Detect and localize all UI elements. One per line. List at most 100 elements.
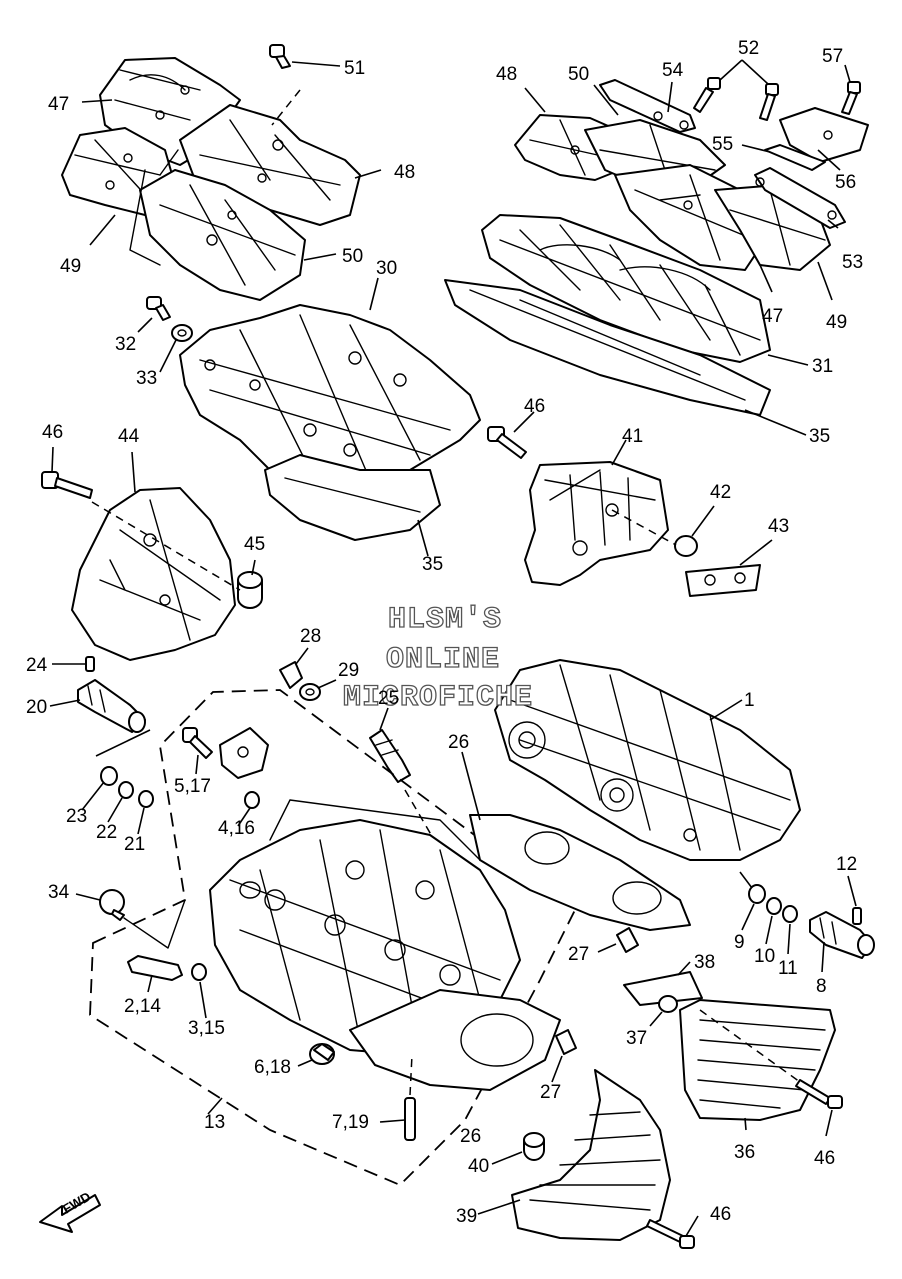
cylinder-39 — [511, 1069, 671, 1241]
watermark-line-2: ONLINE — [386, 643, 500, 677]
spark-plug-25 — [369, 729, 411, 783]
plate-43 — [685, 564, 761, 597]
plate-56 — [779, 107, 869, 163]
watermark-line-3: MICROFICHE — [343, 681, 533, 715]
head-internal-frame — [269, 799, 481, 861]
callout-29: 29 — [338, 660, 359, 681]
callout-52: 52 — [738, 38, 759, 59]
callout-40: 40 — [468, 1156, 489, 1177]
callout-13: 13 — [204, 1112, 225, 1133]
callout-34: 34 — [48, 882, 70, 903]
callout-32: 32 — [115, 334, 136, 355]
callout-30: 30 — [376, 258, 397, 279]
head-cover-30 — [179, 304, 481, 491]
o-ring-22 — [118, 781, 134, 799]
callout-37: 37 — [626, 1028, 647, 1049]
callout-2-14: 2,14 — [124, 996, 161, 1017]
o-ring-23 — [100, 766, 118, 786]
callout-22: 22 — [96, 822, 117, 843]
callout-47-right: 47 — [762, 306, 783, 327]
bolt-32 — [146, 296, 171, 321]
bracket-53 — [754, 167, 846, 229]
washer-33 — [171, 324, 193, 342]
callout-54: 54 — [662, 60, 684, 81]
callout-27-upper: 27 — [568, 944, 589, 965]
callout-45: 45 — [244, 534, 265, 555]
callout-49-right: 49 — [826, 312, 847, 333]
callout-49-left: 49 — [60, 256, 81, 277]
cap-34 — [99, 889, 125, 921]
callout-44: 44 — [118, 426, 140, 447]
callout-28: 28 — [300, 626, 321, 647]
o-ring-9 — [748, 884, 766, 904]
callout-26-rear: 26 — [448, 732, 469, 753]
callout-36: 36 — [734, 1142, 755, 1163]
callout-39: 39 — [456, 1206, 477, 1227]
stud-7-19 — [404, 1097, 416, 1141]
gasket-35-front — [264, 454, 441, 541]
dowel-27-upper — [616, 927, 639, 953]
gasket-26-rear — [469, 814, 691, 931]
callout-46-bottom: 46 — [710, 1204, 731, 1225]
callout-48-left: 48 — [394, 162, 415, 183]
callout-25: 25 — [378, 688, 399, 709]
callout-9: 9 — [734, 932, 745, 953]
cap-28 — [279, 661, 303, 689]
head-cover-50-left — [139, 169, 306, 301]
callout-27-lower: 27 — [540, 1082, 561, 1103]
bolt-51 — [269, 44, 291, 69]
rear-cylinder-head-1 — [494, 659, 801, 861]
cylinder-head-41 — [524, 461, 669, 586]
bracket-54 — [599, 79, 696, 133]
callout-46-cylinder: 46 — [814, 1148, 835, 1169]
pin-12 — [852, 907, 862, 925]
callout-46-head: 46 — [524, 396, 545, 417]
head-cover-31 — [481, 214, 771, 363]
bolt-46-cylinder — [795, 1079, 843, 1109]
callout-4-16: 4,16 — [218, 818, 255, 839]
callout-3-15: 3,15 — [188, 1018, 225, 1039]
callout-21: 21 — [124, 834, 145, 855]
callout-48-right: 48 — [496, 64, 517, 85]
collar-42 — [674, 535, 698, 557]
o-ring-10 — [766, 897, 782, 915]
callout-33: 33 — [136, 368, 157, 389]
callout-35-front: 35 — [422, 554, 443, 575]
pin-24 — [85, 656, 95, 672]
callout-53: 53 — [842, 252, 863, 273]
callout-11: 11 — [778, 958, 798, 979]
callout-10: 10 — [754, 946, 775, 967]
sensor-5-17 — [219, 727, 269, 779]
cover-gasket-strip — [129, 149, 179, 266]
lifter-2-14 — [127, 955, 183, 981]
collar-45 — [237, 571, 263, 609]
head-assembly-13-outline — [89, 689, 577, 1187]
callout-1: 1 — [744, 690, 755, 711]
collar-37 — [658, 995, 678, 1013]
gasket-35-rear — [444, 279, 771, 416]
gasket-26-front — [349, 989, 561, 1091]
callout-55: 55 — [712, 134, 733, 155]
callout-50-left: 50 — [342, 246, 363, 267]
ring-3-15 — [191, 963, 207, 981]
callout-24: 24 — [26, 655, 48, 676]
bolt-46-left — [41, 471, 93, 499]
callout-47-left: 47 — [48, 94, 69, 115]
callout-23: 23 — [66, 806, 87, 827]
cylinder-36 — [679, 999, 836, 1121]
callout-57: 57 — [822, 46, 843, 67]
clip-55 — [764, 144, 826, 171]
o-ring-11 — [782, 905, 798, 923]
bolt-57 — [841, 81, 861, 115]
callout-31: 31 — [812, 356, 833, 377]
watermark-line-1: HLSM'S — [388, 603, 502, 637]
watermark: HLSM'S ONLINE MICROFICHE — [342, 602, 533, 715]
callout-46-left: 46 — [42, 422, 63, 443]
callout-7-19: 7,19 — [332, 1112, 369, 1133]
callout-labels: 51 47 48 49 50 48 50 54 52 57 55 56 53 4… — [26, 38, 863, 1227]
callout-5-17: 5,17 — [174, 776, 211, 797]
callout-38: 38 — [694, 952, 715, 973]
gasket-38 — [623, 971, 703, 1006]
callout-35-rear: 35 — [809, 426, 830, 447]
